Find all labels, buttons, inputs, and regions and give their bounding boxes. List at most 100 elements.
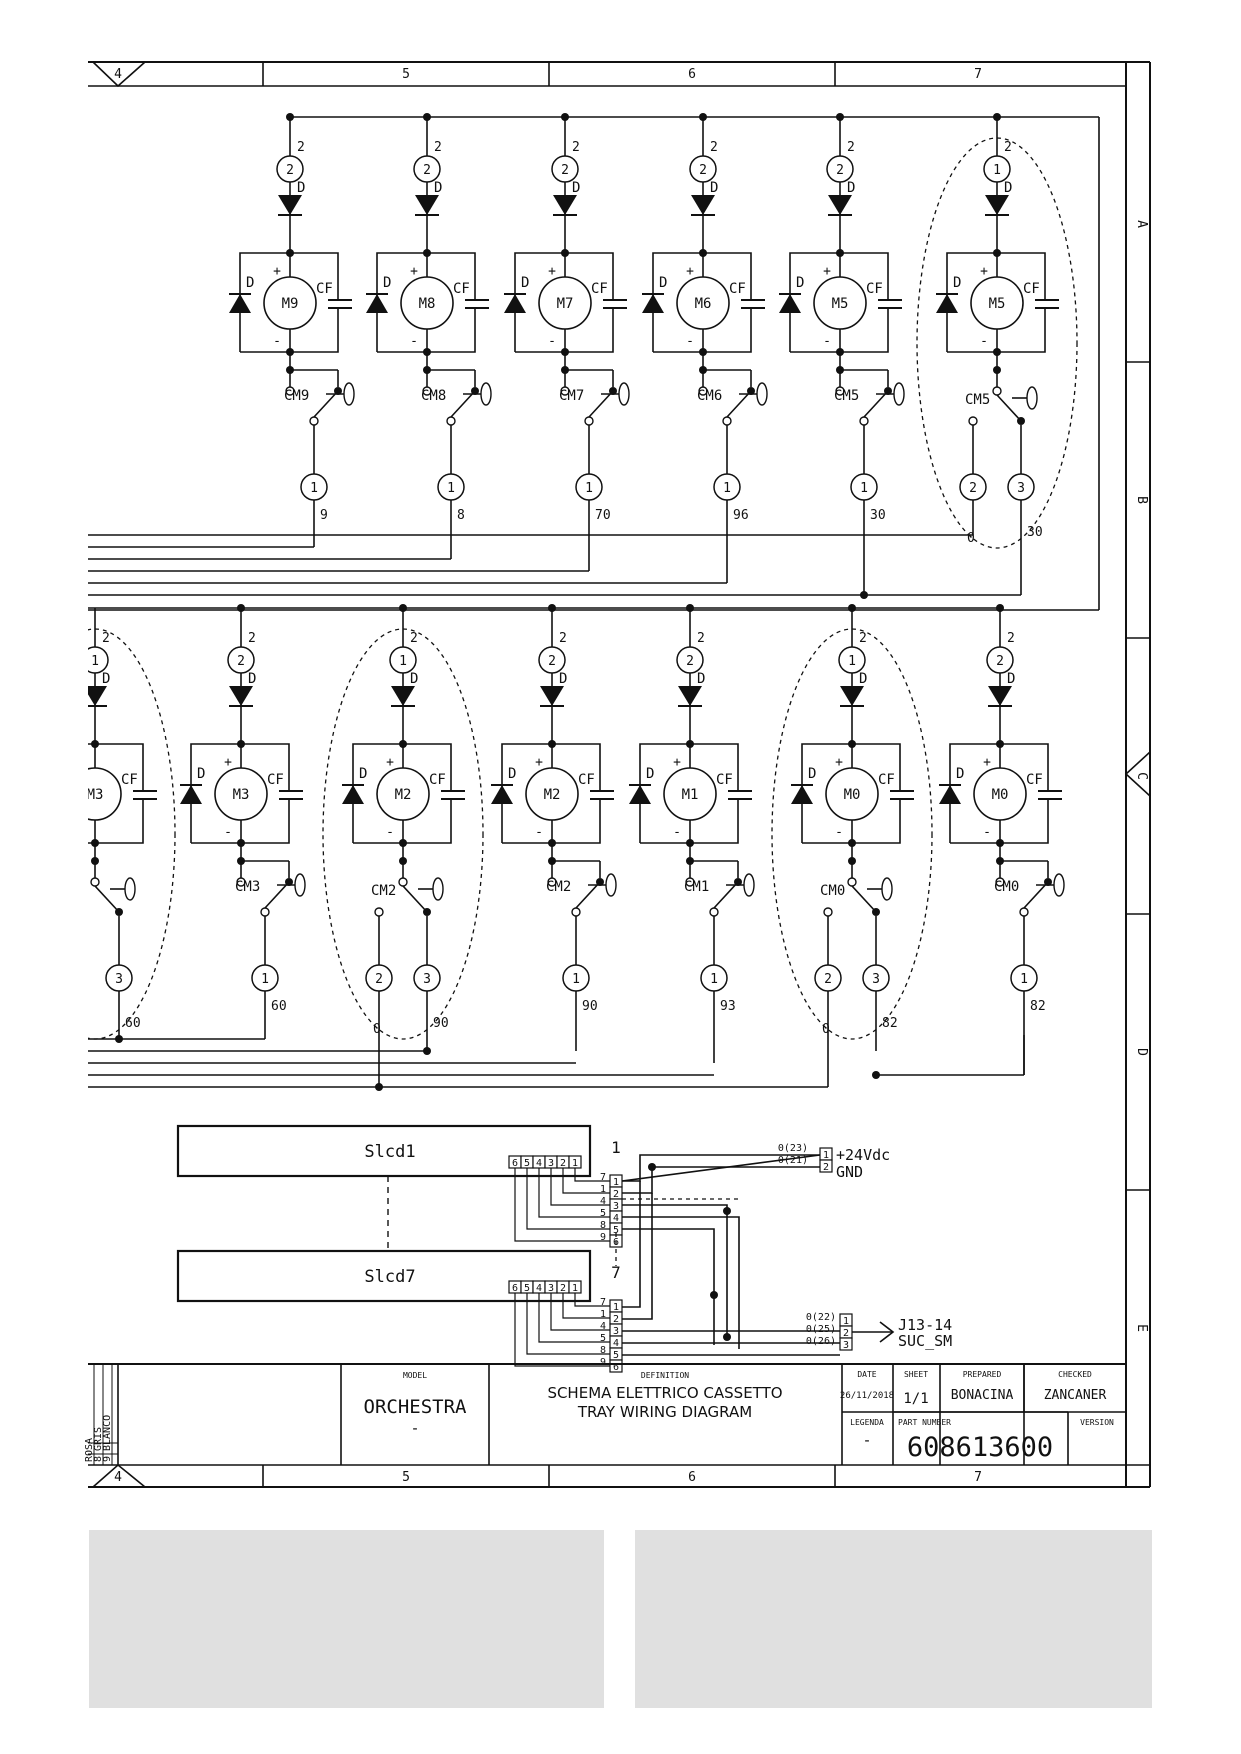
series-diode-label: D bbox=[697, 671, 705, 687]
switch-label: CM5 bbox=[834, 388, 859, 404]
pin-number: 3 bbox=[423, 972, 431, 987]
model-name: ORCHESTRA bbox=[364, 1396, 468, 1418]
side-wire-number: 9 bbox=[600, 1357, 606, 1368]
model-sub: - bbox=[410, 1419, 419, 1437]
zone-marker-top bbox=[92, 61, 146, 88]
connector-pin-number: 6 bbox=[512, 1283, 518, 1294]
capacitor-label: CF bbox=[453, 281, 470, 297]
switch-actuator-icon bbox=[881, 877, 893, 901]
motor-minus-sign: - bbox=[673, 825, 681, 840]
motor-plus-sign: + bbox=[78, 755, 86, 770]
pin-number: 2 bbox=[824, 972, 832, 987]
power-label-gnd: GND bbox=[836, 1163, 863, 1181]
pin-number: 1 bbox=[585, 481, 593, 496]
fan-wire bbox=[526, 1168, 610, 1230]
connector-pin-number: 1 bbox=[572, 1283, 578, 1294]
switch-contact-nc bbox=[560, 386, 570, 396]
switch-contact-nc bbox=[374, 907, 384, 917]
flyback-diode-icon bbox=[629, 785, 651, 804]
frame-row-label: A bbox=[1134, 220, 1149, 228]
motor-name: M5 bbox=[989, 296, 1006, 312]
series-diode-icon bbox=[540, 686, 564, 706]
empty-panel-left bbox=[89, 1530, 604, 1708]
output-pin-left: 2 bbox=[365, 964, 393, 992]
switch-contact-no bbox=[872, 908, 880, 916]
output-pin-right: 3 bbox=[1007, 473, 1035, 501]
switch-contact-nc bbox=[685, 877, 695, 887]
motor-name: M7 bbox=[557, 296, 574, 312]
j13-pin-number: 2 bbox=[843, 1328, 849, 1339]
capacitor-label: CF bbox=[578, 772, 595, 788]
switch-contact-nc bbox=[823, 907, 833, 917]
capacitor-label: CF bbox=[716, 772, 733, 788]
power-label-24v: +24Vdc bbox=[836, 1146, 890, 1164]
switch-label: CM5 bbox=[965, 392, 990, 408]
capacitor-gap bbox=[285, 790, 297, 798]
switch-lever bbox=[863, 390, 889, 418]
fan-wire bbox=[514, 1293, 610, 1367]
supply-wire-number: 2 bbox=[434, 140, 442, 155]
capacitor-label: CF bbox=[866, 281, 883, 297]
series-diode-label: D bbox=[859, 671, 867, 687]
motor-plus-sign: + bbox=[535, 755, 543, 770]
motor-name: M5 bbox=[832, 296, 849, 312]
switch-contact-nc bbox=[698, 386, 708, 396]
series-diode-icon bbox=[985, 195, 1009, 215]
slcd-board-label: Slcd7 bbox=[364, 1267, 415, 1287]
switch-lever bbox=[94, 885, 120, 913]
switch-common-contact bbox=[847, 877, 857, 887]
switch-contact-nc bbox=[968, 416, 978, 426]
switch-contact-nc bbox=[67, 908, 75, 916]
capacitor-gap bbox=[447, 790, 459, 798]
switch-common-contact bbox=[992, 386, 1002, 396]
supply-wire-number: 2 bbox=[572, 140, 580, 155]
j13-wire-number: 0(22) bbox=[806, 1312, 836, 1323]
legenda-header: LEGENDA bbox=[850, 1418, 884, 1427]
series-diode-icon bbox=[278, 195, 302, 215]
prepared-header: PREPARED bbox=[963, 1370, 1002, 1379]
pin-number: 1 bbox=[1020, 972, 1028, 987]
switch-lever bbox=[313, 390, 339, 418]
connector-pin-number: 3 bbox=[548, 1283, 554, 1294]
side-pin-number: 1 bbox=[613, 1177, 619, 1188]
output-pin: 1 bbox=[575, 473, 603, 501]
capacitor-gap bbox=[734, 790, 746, 798]
empty-panel-right bbox=[635, 1530, 1152, 1708]
series-diode-icon bbox=[828, 195, 852, 215]
pin-number: 2 bbox=[969, 481, 977, 496]
supply-pin-number: 2 bbox=[423, 163, 431, 178]
flyback-diode-label: D bbox=[953, 275, 961, 291]
switch-common-contact bbox=[398, 877, 408, 887]
switch-lever bbox=[713, 881, 739, 909]
series-diode-label: D bbox=[847, 180, 855, 196]
supply-pin-number: 2 bbox=[237, 654, 245, 669]
side-pin-number: 4 bbox=[613, 1338, 619, 1349]
output-wire-number-right: 90 bbox=[433, 1016, 449, 1031]
switch-lever bbox=[726, 390, 752, 418]
side-wire-number: 8 bbox=[600, 1345, 606, 1356]
j13-wire-number: 0(25) bbox=[806, 1324, 836, 1335]
side-wire-number: 8 bbox=[600, 1220, 606, 1231]
frame-row-label: D bbox=[1134, 1048, 1149, 1056]
switch-common-contact bbox=[260, 907, 270, 917]
switch-actuator-icon bbox=[1053, 873, 1065, 897]
switch-common-contact bbox=[1019, 907, 1029, 917]
capacitor-label: CF bbox=[267, 772, 284, 788]
output-pin-left: 2 bbox=[959, 473, 987, 501]
motor-plus-sign: + bbox=[273, 264, 281, 279]
pin-number: 3 bbox=[872, 972, 880, 987]
output-wire-number: 8 bbox=[457, 508, 465, 523]
switch-contact-nc bbox=[995, 877, 1005, 887]
motor-minus-sign: - bbox=[980, 334, 988, 349]
switch-label: CM7 bbox=[559, 388, 584, 404]
capacitor-label: CF bbox=[878, 772, 895, 788]
frame-row-label: E bbox=[1134, 1324, 1149, 1332]
